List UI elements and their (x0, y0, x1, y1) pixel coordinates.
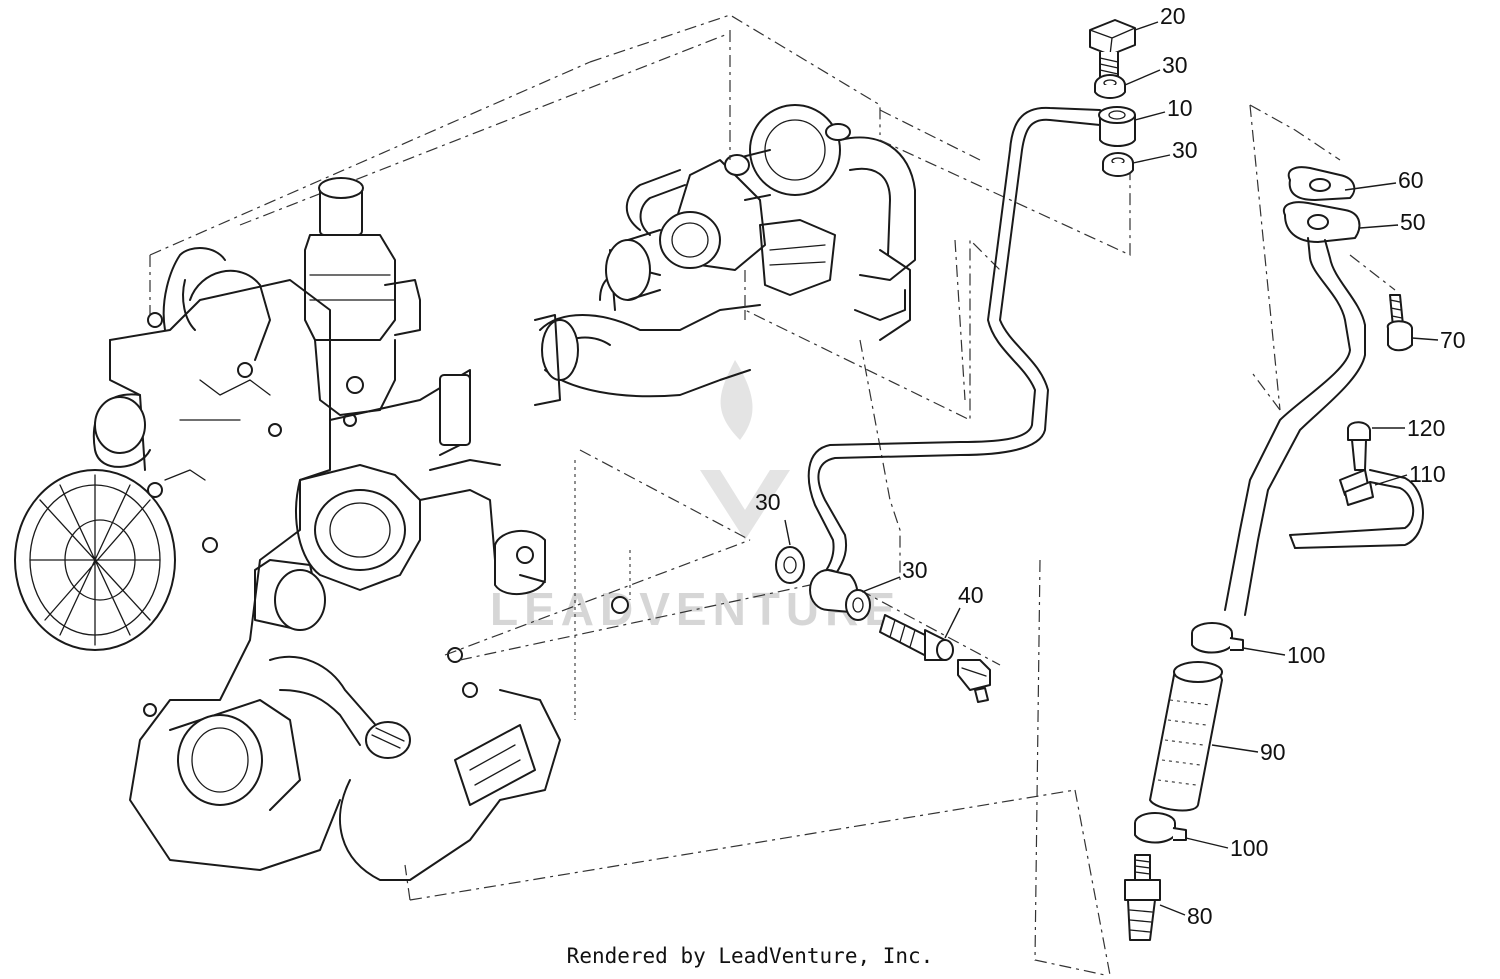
callout-30-upper: 30 (1162, 52, 1188, 78)
banjo-fitting-10 (1098, 106, 1136, 147)
bolt-70 (1386, 294, 1413, 352)
banjo-bolt-20 (1089, 19, 1136, 81)
sealing-washer-30-left (775, 546, 805, 584)
oil-inlet-pipe (807, 106, 1101, 576)
callout-40: 40 (958, 582, 984, 608)
hose-clamp-100-upper (1191, 622, 1244, 654)
callout-60: 60 (1398, 167, 1424, 193)
strap-clamp-110 (1289, 469, 1424, 549)
callout-20: 20 (1160, 3, 1186, 29)
callout-30-lower: 30 (1172, 137, 1198, 163)
flange-50 (1282, 201, 1361, 243)
hose-fitting-80 (1124, 854, 1161, 941)
callout-100-lower: 100 (1230, 835, 1268, 861)
sealing-washer-30-right (845, 589, 871, 621)
oil-return-pipe (1224, 237, 1366, 616)
bolt-120 (1347, 421, 1371, 471)
footer-credit: Rendered by LeadVenture, Inc. (566, 944, 934, 968)
outlet-elbow (269, 655, 411, 759)
sealing-washer-30-lower (1102, 152, 1134, 177)
rubber-hose-90 (1149, 661, 1223, 812)
turbocharger (605, 104, 916, 321)
sealing-washer-30-upper (1094, 74, 1126, 99)
callout-30-right: 30 (902, 557, 928, 583)
gasket-60 (1287, 166, 1356, 201)
callout-50: 50 (1400, 209, 1426, 235)
callout-90: 90 (1260, 739, 1286, 765)
thermostat-housing (304, 177, 421, 427)
callout-30-left: 30 (755, 489, 781, 515)
callout-120: 120 (1407, 415, 1445, 441)
callout-70: 70 (1440, 327, 1466, 353)
engine-assembly (14, 14, 1396, 976)
banjo-bolt-40 (879, 614, 954, 661)
callout-10: 10 (1167, 95, 1193, 121)
fan-pulley (14, 469, 176, 651)
callout-100-upper: 100 (1287, 642, 1325, 668)
pressure-switch (957, 659, 991, 703)
callouts: 20 30 10 30 60 50 70 120 110 30 30 40 10… (755, 3, 1466, 929)
callout-80: 80 (1187, 903, 1213, 929)
callout-110: 110 (1409, 461, 1446, 487)
hose-clamp-100-lower (1134, 812, 1187, 844)
